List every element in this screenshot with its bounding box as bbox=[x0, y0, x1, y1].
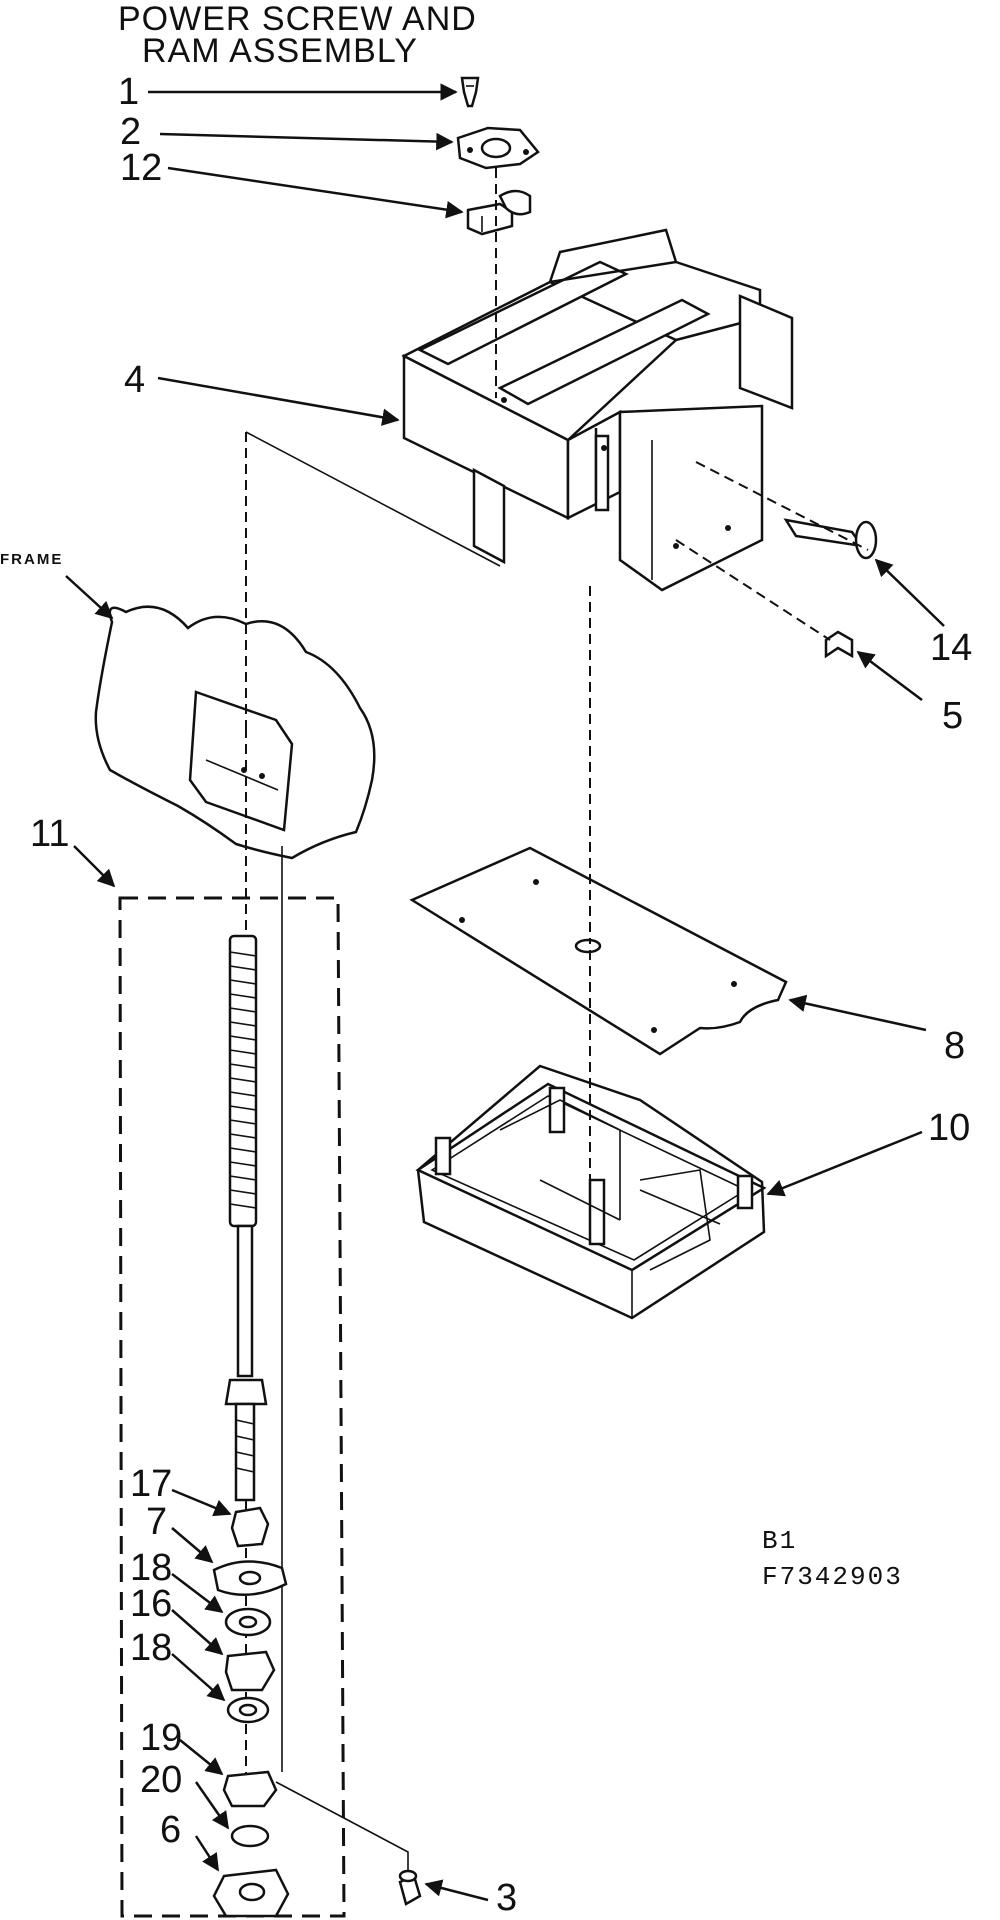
callout-8: 8 bbox=[944, 1025, 965, 1067]
code-line-1: B1 bbox=[762, 1526, 797, 1556]
alignment-lines bbox=[245, 168, 869, 1884]
reference-code: B1 F7342903 bbox=[762, 1526, 903, 1592]
callout-17: 17 bbox=[130, 1463, 172, 1505]
diagram-title: POWER SCREW AND RAM ASSEMBLY bbox=[118, 0, 477, 70]
part-4-housing bbox=[401, 228, 794, 592]
part-5-clip bbox=[824, 630, 854, 659]
callout-6: 6 bbox=[160, 1809, 181, 1851]
callout-5: 5 bbox=[942, 695, 963, 737]
callout-16: 16 bbox=[130, 1583, 172, 1625]
callout-11: 11 bbox=[30, 813, 69, 855]
callout-20: 20 bbox=[140, 1759, 182, 1801]
callout-14: 14 bbox=[930, 627, 972, 669]
callout-18-lower: 18 bbox=[130, 1627, 172, 1669]
callout-18-upper: 18 bbox=[130, 1547, 172, 1589]
code-line-2: F7342903 bbox=[762, 1562, 903, 1592]
part-1-screw bbox=[460, 76, 480, 108]
part-2-bracket-plate bbox=[456, 126, 540, 170]
callout-10: 10 bbox=[928, 1107, 970, 1149]
title-line-2: RAM ASSEMBLY bbox=[142, 32, 418, 70]
callout-labels: FRAME 1 2 12 4 14 5 11 8 10 17 7 18 16 1… bbox=[0, 71, 972, 1919]
callout-2: 2 bbox=[120, 111, 141, 153]
label-frame: FRAME bbox=[0, 551, 63, 568]
callout-3: 3 bbox=[496, 1877, 517, 1919]
frame-section bbox=[94, 605, 376, 860]
callout-19: 19 bbox=[140, 1717, 182, 1759]
callout-1: 1 bbox=[118, 71, 139, 113]
callout-4: 4 bbox=[124, 359, 145, 401]
callout-7: 7 bbox=[146, 1501, 167, 1543]
part-11-screw-assembly bbox=[118, 896, 346, 1918]
part-14-pin bbox=[783, 518, 878, 560]
part-12-clip bbox=[466, 189, 532, 236]
callout-12: 12 bbox=[120, 147, 162, 189]
part-8-mounting-plate bbox=[409, 846, 788, 1056]
leader-lines bbox=[65, 83, 945, 1902]
title-line-1: POWER SCREW AND bbox=[118, 0, 477, 38]
part-3-screw bbox=[398, 1869, 422, 1906]
